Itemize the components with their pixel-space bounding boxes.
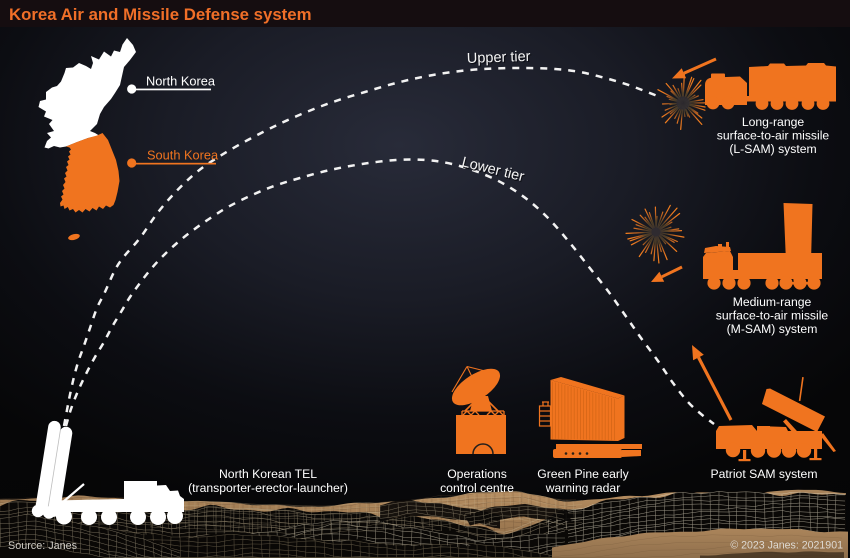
svg-text:Upper tier: Upper tier <box>467 49 531 67</box>
svg-text:(M-SAM) system: (M-SAM) system <box>727 322 818 336</box>
svg-text:North Korean TEL: North Korean TEL <box>219 467 317 481</box>
svg-text:Source: Janes: Source: Janes <box>8 540 78 552</box>
svg-text:Medium-range: Medium-range <box>733 295 812 309</box>
svg-text:Operations: Operations <box>447 467 507 481</box>
svg-text:South Korea: South Korea <box>147 148 219 163</box>
svg-text:control centre: control centre <box>440 481 514 495</box>
svg-text:Green Pine early: Green Pine early <box>537 467 629 481</box>
svg-text:Upper tier: Upper tier <box>468 50 532 68</box>
svg-text:Long-range: Long-range <box>742 115 805 129</box>
svg-text:surface-to-air missile: surface-to-air missile <box>716 309 829 323</box>
svg-text:North Korea: North Korea <box>146 74 216 89</box>
svg-text:(L-SAM) system: (L-SAM) system <box>729 142 816 156</box>
svg-text:© 2023 Janes: 2021901: © 2023 Janes: 2021901 <box>730 540 843 552</box>
svg-text:Korea Air and Missile Defense: Korea Air and Missile Defense system <box>9 5 312 24</box>
svg-text:warning radar: warning radar <box>545 481 621 495</box>
svg-text:(transporter-erector-launcher): (transporter-erector-launcher) <box>188 481 348 495</box>
svg-text:surface-to-air missile: surface-to-air missile <box>717 129 830 143</box>
svg-text:Patriot SAM system: Patriot SAM system <box>710 467 817 481</box>
